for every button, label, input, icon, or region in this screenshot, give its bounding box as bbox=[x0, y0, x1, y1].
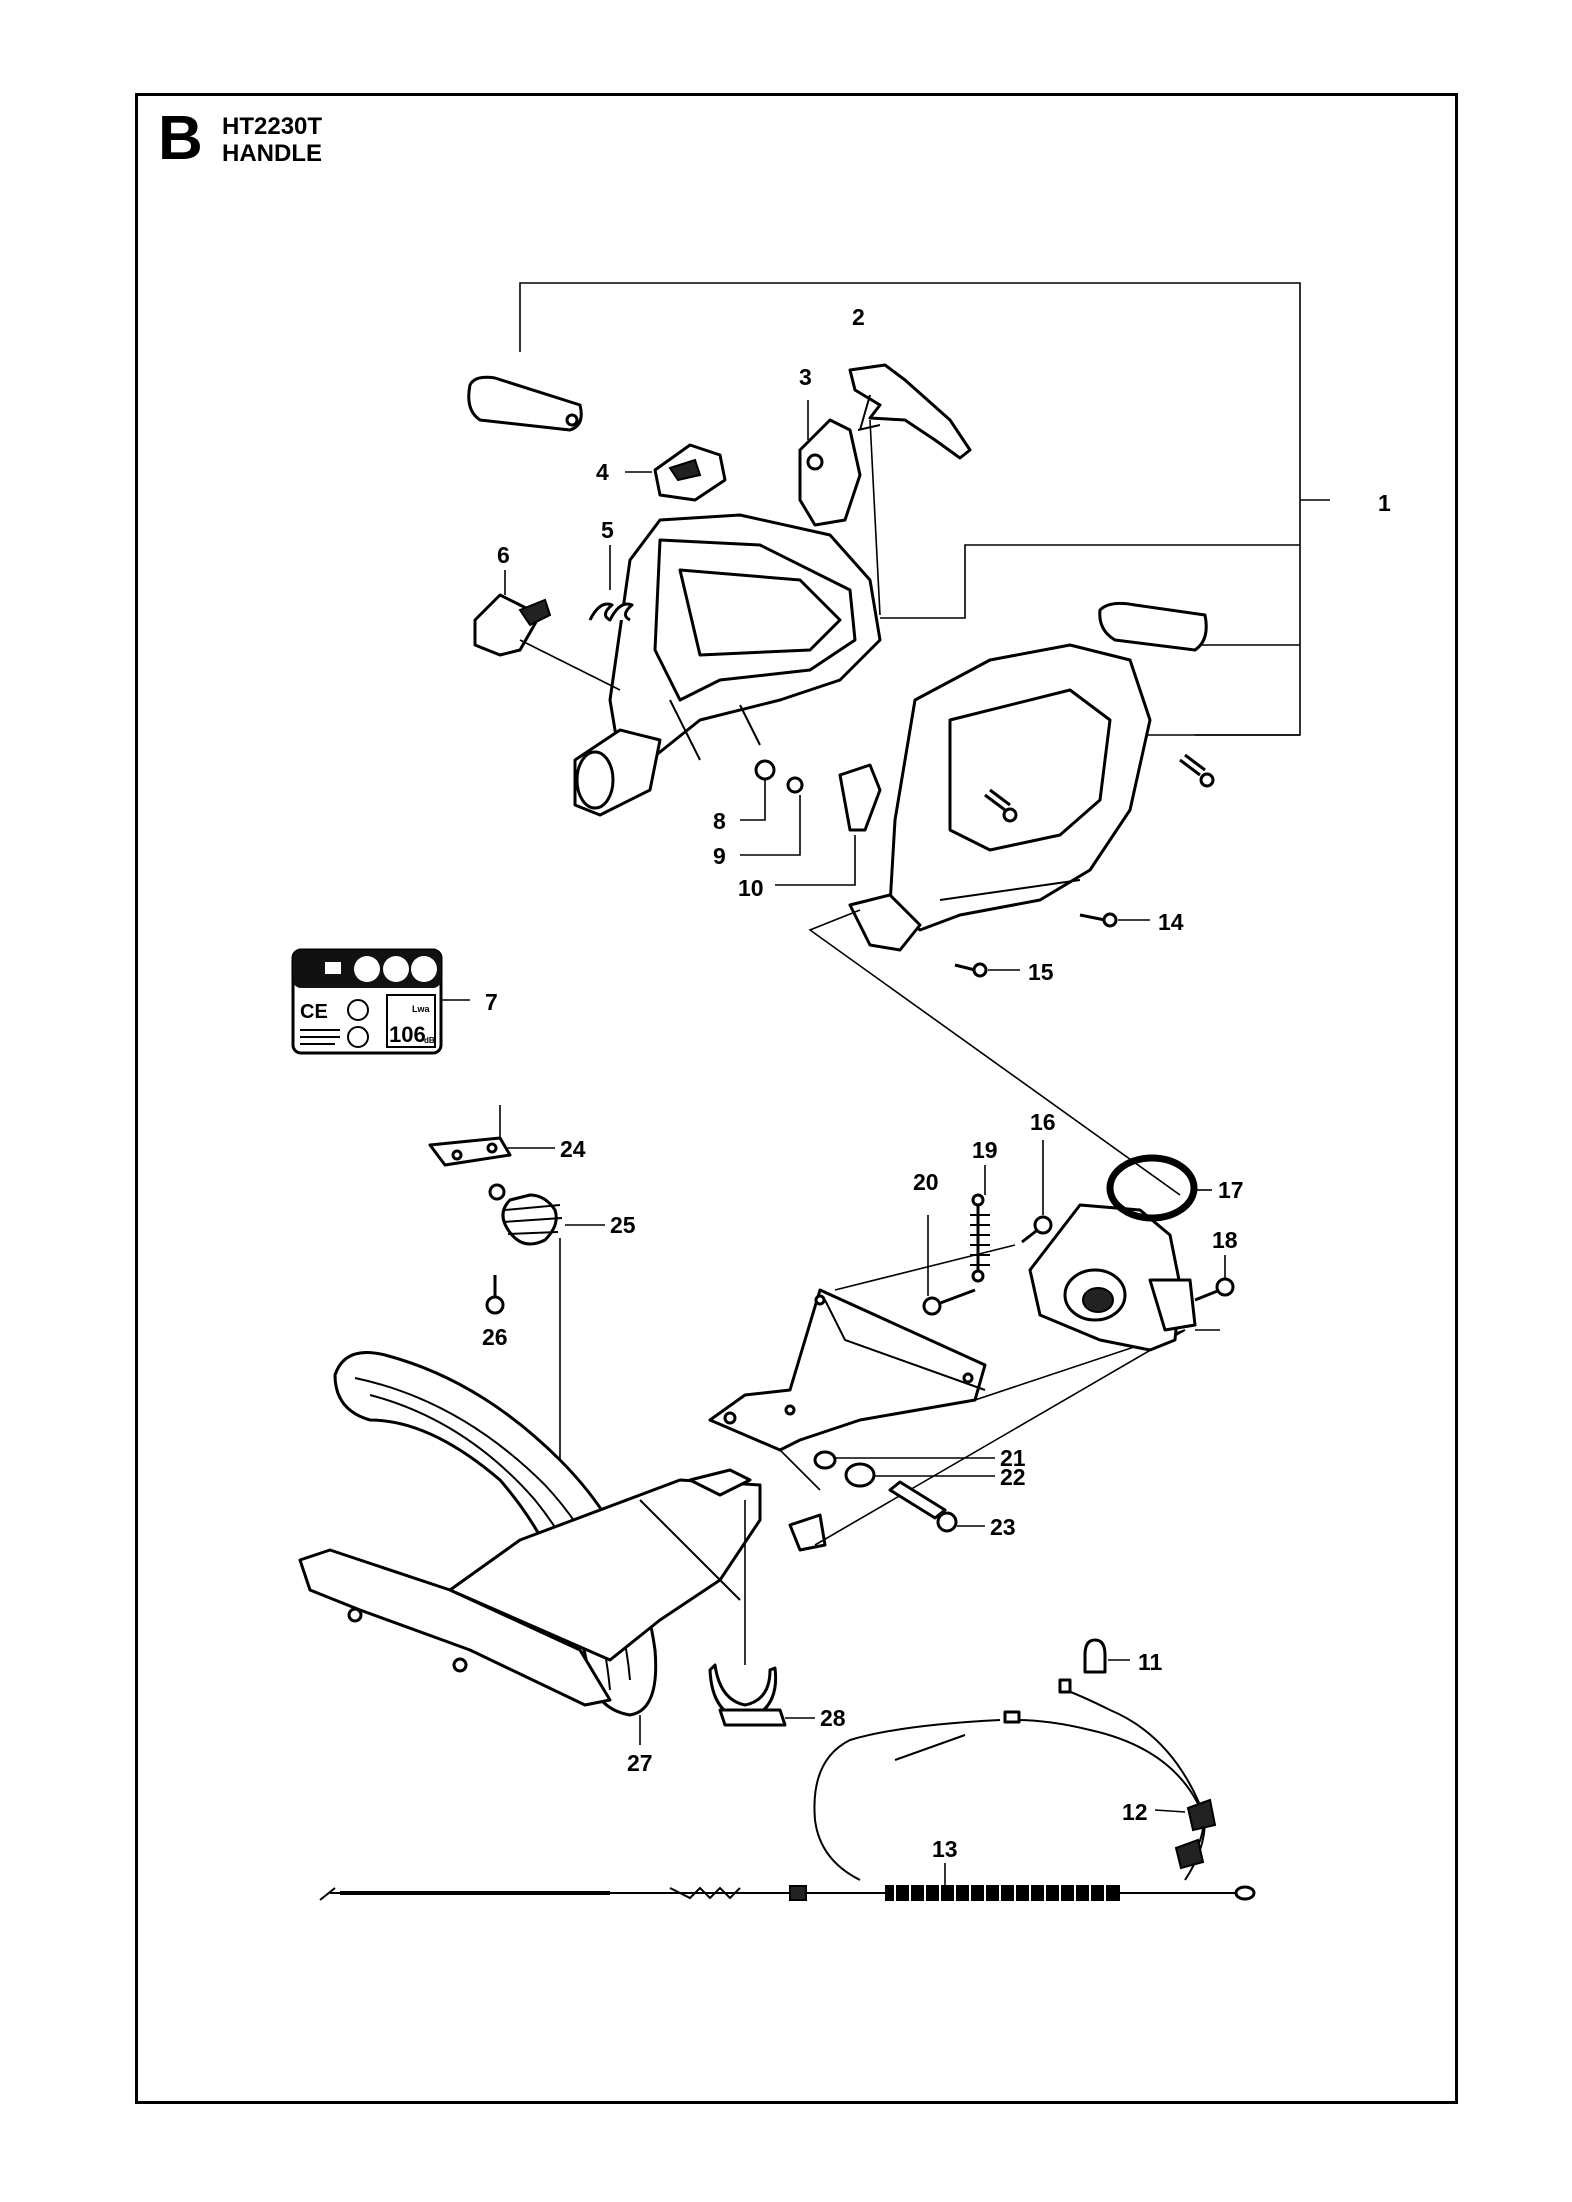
callout-10: 10 bbox=[738, 875, 764, 901]
callout-6: 6 bbox=[497, 542, 510, 568]
hose-clip-28 bbox=[708, 1500, 815, 1727]
callout-20: 20 bbox=[913, 1169, 939, 1195]
callout-28: 28 bbox=[820, 1705, 846, 1731]
throttle-cable-13 bbox=[319, 1863, 1256, 1901]
callout-23: 23 bbox=[990, 1514, 1016, 1540]
cable-clip-11 bbox=[1083, 1638, 1130, 1674]
callout-4: 4 bbox=[596, 459, 609, 485]
decal-sound-unit: dB bbox=[424, 1036, 435, 1045]
handle-cover-right bbox=[1098, 601, 1208, 652]
callout-7: 7 bbox=[485, 989, 498, 1015]
page-title: HANDLE bbox=[222, 140, 322, 167]
callout-17: 17 bbox=[1218, 1177, 1244, 1203]
wiring-harness-12 bbox=[813, 1678, 1217, 1881]
diagram-frame bbox=[135, 93, 1458, 2104]
section-letter: B bbox=[158, 104, 203, 173]
callout-15: 15 bbox=[1028, 959, 1054, 985]
callout-3: 3 bbox=[799, 364, 812, 390]
o-ring-17 bbox=[1106, 1154, 1212, 1222]
screw-9 bbox=[740, 776, 804, 856]
callout-19: 19 bbox=[972, 1137, 998, 1163]
ce-mark: CE bbox=[300, 1001, 328, 1023]
throttle-trigger bbox=[848, 363, 972, 616]
screw-23 bbox=[888, 1480, 985, 1533]
safety-decal: CE Lwa 106 dB bbox=[291, 948, 470, 1055]
mounting-bracket bbox=[708, 1244, 1186, 1546]
screw-18 bbox=[1194, 1255, 1235, 1302]
callout-1: 1 bbox=[1378, 490, 1391, 516]
callout-14: 14 bbox=[1158, 909, 1184, 935]
screw-20 bbox=[922, 1215, 976, 1316]
washer-8 bbox=[740, 759, 776, 821]
callout-2: 2 bbox=[852, 304, 865, 330]
callout-21: 21 bbox=[1000, 1445, 1026, 1471]
callout-9: 9 bbox=[713, 843, 726, 869]
washers-21-22 bbox=[813, 1450, 995, 1488]
bracket-10 bbox=[775, 763, 882, 886]
screw-16 bbox=[1021, 1140, 1053, 1244]
handle-cover-left bbox=[467, 375, 583, 432]
throttle-block bbox=[473, 570, 621, 691]
decal-sound-level: 106 bbox=[389, 1022, 426, 1047]
spring-5 bbox=[588, 545, 634, 622]
callout-13: 13 bbox=[932, 1836, 958, 1862]
callout-11: 11 bbox=[1138, 1649, 1163, 1675]
callout-27: 27 bbox=[627, 1750, 653, 1776]
callout-5: 5 bbox=[601, 517, 614, 543]
handle-housing-left bbox=[573, 513, 882, 817]
callout-24: 24 bbox=[560, 1136, 586, 1162]
callout-8: 8 bbox=[713, 808, 726, 834]
trigger-lockout bbox=[798, 400, 862, 527]
screw-group-upper bbox=[954, 753, 1215, 978]
stop-switch bbox=[625, 443, 727, 502]
callout-26: 26 bbox=[482, 1324, 508, 1350]
plate-24 bbox=[428, 1105, 555, 1167]
screw-26 bbox=[485, 1275, 505, 1315]
handle-housing-right bbox=[848, 643, 1152, 952]
callout-12: 12 bbox=[1122, 1799, 1148, 1825]
decal-lwa: Lwa bbox=[412, 1004, 430, 1014]
callout-labels: 1 2 3 4 5 6 7 8 9 10 11 12 13 14 15 16 1… bbox=[482, 304, 1391, 1862]
model-number: HT2230T bbox=[222, 113, 323, 140]
callout-16: 16 bbox=[1030, 1109, 1056, 1135]
callout-22: 22 bbox=[1000, 1464, 1026, 1490]
callout-25: 25 bbox=[610, 1212, 636, 1238]
callout-18: 18 bbox=[1212, 1227, 1238, 1253]
assembly-bracket-1 bbox=[519, 282, 1330, 736]
loop-handle bbox=[298, 1351, 827, 1745]
damper-housing bbox=[1028, 1203, 1220, 1352]
spring-19 bbox=[970, 1165, 990, 1283]
